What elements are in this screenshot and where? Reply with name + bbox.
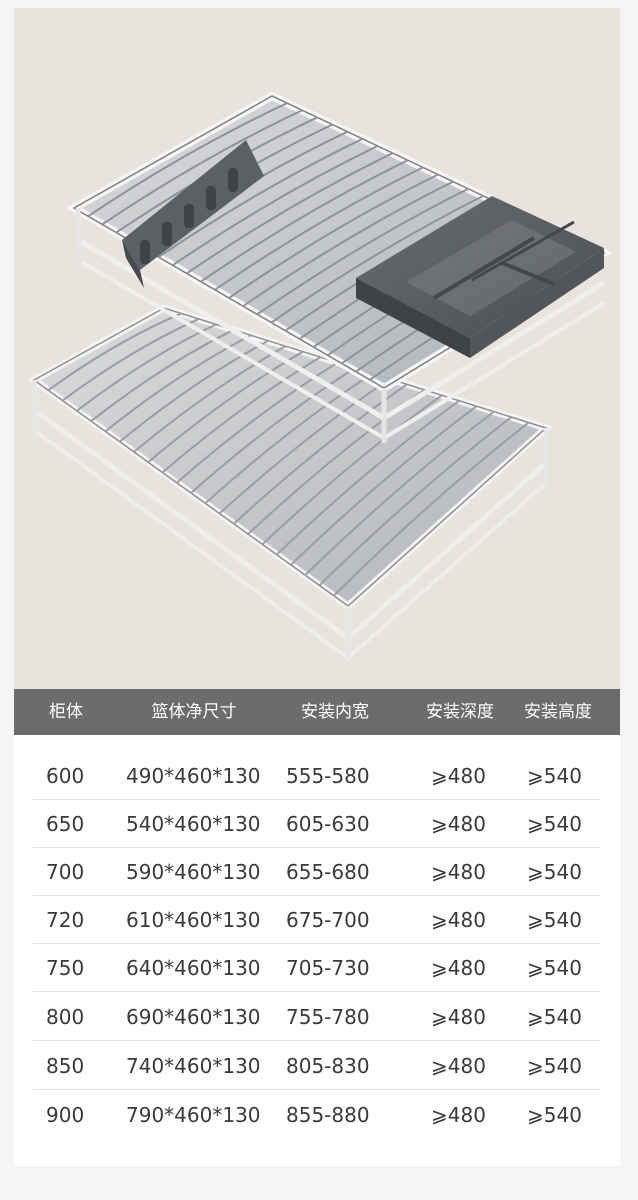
cell-install-height: ⩾540	[527, 812, 582, 836]
cell-cabinet: 700	[46, 860, 85, 884]
wire-rib	[204, 372, 373, 505]
cell-install-depth: ⩾480	[431, 956, 486, 980]
holder-slot	[228, 168, 238, 192]
cell-cabinet: 750	[46, 956, 85, 980]
cell-install-height: ⩾540	[527, 1005, 582, 1029]
cell-cabinet: 900	[46, 1103, 85, 1127]
holder-slot	[206, 186, 216, 210]
wire-rib	[318, 416, 512, 587]
cell-cabinet: 600	[46, 764, 85, 788]
cell-cabinet: 850	[46, 1054, 85, 1078]
wire-rib	[290, 405, 478, 566]
holder-slot	[140, 240, 150, 264]
wire-rib	[61, 317, 200, 402]
table-row: 750 640*460*130 705-730 ⩾480 ⩾540	[14, 944, 620, 992]
holder-slot	[162, 222, 172, 246]
cell-basket-size: 610*460*130	[126, 908, 261, 932]
cutlery-tray	[356, 196, 604, 358]
cell-basket-size: 790*460*130	[126, 1103, 261, 1127]
wire-rib	[242, 180, 454, 308]
cell-basket-size: 540*460*130	[126, 812, 261, 836]
cell-install-width: 805-830	[286, 1054, 370, 1078]
table-row: 700 590*460*130 655-680 ⩾480 ⩾540	[14, 848, 620, 896]
cell-install-width: 655-680	[286, 860, 370, 884]
table-row: 850 740*460*130 805-830 ⩾480 ⩾540	[14, 1042, 620, 1090]
row-divider	[33, 1089, 601, 1090]
wire-rib	[133, 345, 287, 453]
cell-install-width: 755-780	[286, 1005, 370, 1029]
row-divider	[33, 943, 601, 944]
wire-rib	[270, 195, 484, 324]
cell-install-depth: ⩾480	[431, 860, 486, 884]
wire-rib	[214, 166, 424, 291]
cell-install-depth: ⩾480	[431, 764, 486, 788]
header-install-height: 安装高度	[524, 702, 592, 722]
wire-rib	[104, 334, 252, 433]
row-divider	[33, 895, 601, 896]
cell-install-width: 705-730	[286, 956, 370, 980]
cell-install-width: 555-580	[286, 764, 370, 788]
header-basket-size: 篮体净尺寸	[151, 702, 237, 722]
cell-install-width: 605-630	[286, 812, 370, 836]
header-install-width: 安装内宽	[301, 702, 369, 722]
wire-rib	[200, 159, 409, 283]
wire-rib	[186, 152, 394, 275]
wire-rib	[101, 109, 303, 226]
wire-rib	[47, 312, 182, 392]
product-photo	[14, 8, 620, 689]
cell-basket-size: 740*460*130	[126, 1054, 261, 1078]
cell-install-height: ⩾540	[527, 1103, 582, 1127]
cell-cabinet: 800	[46, 1005, 85, 1029]
utensil-holder	[122, 140, 264, 288]
wire-rib	[261, 394, 443, 546]
wire-rib	[172, 145, 379, 267]
header-install-depth: 安装深度	[426, 702, 494, 722]
cell-basket-size: 640*460*130	[126, 956, 261, 980]
cell-basket-size: 590*460*130	[126, 860, 261, 884]
cell-install-height: ⩾540	[527, 1054, 582, 1078]
dish-basket-illustration	[27, 91, 613, 661]
wire-rib	[157, 137, 363, 258]
cell-install-depth: ⩾480	[431, 908, 486, 932]
wire-rib	[304, 410, 495, 576]
cell-cabinet: 650	[46, 812, 85, 836]
cell-basket-size: 490*460*130	[126, 764, 261, 788]
cell-install-depth: ⩾480	[431, 1103, 486, 1127]
holder-slot	[184, 204, 194, 228]
table-row: 720 610*460*130 675-700 ⩾480 ⩾540	[14, 896, 620, 944]
wire-rib	[333, 421, 530, 597]
cell-install-depth: ⩾480	[431, 1054, 486, 1078]
table-row: 900 790*460*130 855-880 ⩾480 ⩾540	[14, 1091, 620, 1139]
wire-rib	[275, 399, 460, 556]
wire-rib	[256, 187, 469, 316]
row-divider	[33, 991, 601, 992]
spec-table-header: 柜体 篮体净尺寸 安装内宽 安装深度 安装高度	[14, 689, 620, 735]
row-divider	[33, 799, 601, 800]
cell-install-width: 675-700	[286, 908, 370, 932]
wire-rib	[87, 102, 288, 218]
cell-install-height: ⩾540	[527, 764, 582, 788]
cell-install-height: ⩾540	[527, 956, 582, 980]
wire-rib	[218, 378, 391, 515]
cell-install-height: ⩾540	[527, 908, 582, 932]
table-row: 600 490*460*130 555-580 ⩾480 ⩾540	[14, 752, 620, 800]
cell-install-width: 855-880	[286, 1103, 370, 1127]
row-divider	[33, 847, 601, 848]
wire-rib	[228, 173, 439, 299]
header-cabinet: 柜体	[49, 702, 83, 722]
wire-rib	[190, 367, 356, 494]
cell-install-depth: ⩾480	[431, 1005, 486, 1029]
cell-install-depth: ⩾480	[431, 812, 486, 836]
wire-rib	[119, 339, 269, 443]
cell-basket-size: 690*460*130	[126, 1005, 261, 1029]
wire-rib	[176, 361, 339, 484]
cell-cabinet: 720	[46, 908, 85, 932]
table-row: 650 540*460*130 605-630 ⩾480 ⩾540	[14, 800, 620, 848]
row-divider	[33, 1040, 601, 1041]
table-row: 800 690*460*130 755-780 ⩾480 ⩾540	[14, 993, 620, 1041]
cell-install-height: ⩾540	[527, 860, 582, 884]
